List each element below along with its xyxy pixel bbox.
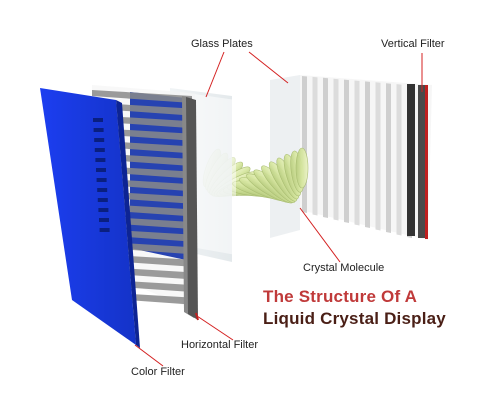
color-filter-slot [93,118,103,122]
label-vertical-filter: Vertical Filter [381,38,445,50]
color-filter-slot [96,168,106,172]
color-filter-slot [94,138,105,142]
label-color-filter: Color Filter [131,366,185,378]
color-filter-slot [94,148,105,152]
color-filter-slot [93,128,104,132]
horizontal-filter-slat [92,90,192,103]
title-line-1: The Structure Of A [263,287,418,306]
vertical-filter [300,75,432,240]
color-filter-slot [98,208,109,212]
vertical-filter-slat [365,81,370,229]
color-filter-slot [96,178,107,182]
leader-lines [134,51,423,367]
color-filter-slot [97,198,108,202]
vertical-filter-slat [302,76,307,213]
color-filter-slot [97,188,108,192]
color-filter-slot [99,228,110,232]
vertical-filter-slat [354,80,360,226]
crystal-molecule [295,147,309,189]
title-line-2: Liquid Crystal Display [263,309,446,328]
label-crystal-molecule: Crystal Molecule [303,262,385,274]
vertical-filter-slat [396,84,402,236]
vertical-filter-slat [323,77,328,218]
vertical-filter-slat [333,78,339,221]
vertical-filter-slat [344,79,349,223]
label-glass-plates: Glass Plates [191,38,253,50]
vertical-filter-slat [386,83,391,233]
color-filter-slot [95,158,106,162]
color-filter [40,88,140,348]
color-filter-slot [99,218,109,222]
label-horizontal-filter: Horizontal Filter [181,339,259,351]
vertical-filter-slat [312,76,318,216]
vertical-filter-slat [375,82,381,231]
